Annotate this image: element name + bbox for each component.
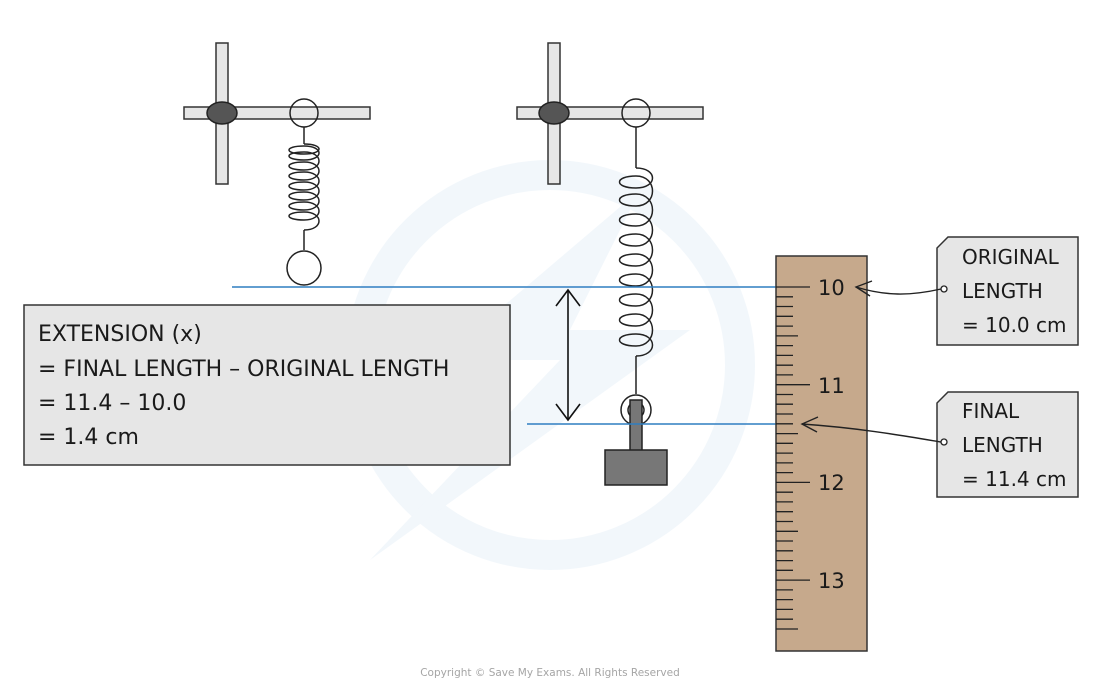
calc-line-4: = 1.4 cm	[38, 425, 139, 450]
hanging-mass	[604, 399, 668, 486]
final-label-line-1: FINAL	[962, 399, 1020, 423]
original-label-line-3: = 10.0 cm	[962, 313, 1066, 337]
clamp-boss	[538, 101, 570, 125]
calc-line-3: = 11.4 – 10.0	[38, 391, 186, 416]
extension-arrow	[555, 288, 581, 422]
ruler-number-11: 11	[818, 374, 845, 398]
final-label-line-3: = 11.4 cm	[962, 467, 1066, 491]
calculation-box: EXTENSION (x) = FINAL LENGTH – ORIGINAL …	[23, 304, 511, 466]
ruler-number-12: 12	[818, 471, 845, 495]
original-length-label: ORIGINAL LENGTH = 10.0 cm	[854, 236, 1079, 346]
ruler-number-13: 13	[818, 569, 845, 593]
clamp-stand-right	[516, 42, 704, 185]
clamp-boss	[206, 101, 238, 125]
copyright-notice: Copyright © Save My Exams. All Rights Re…	[420, 667, 680, 679]
ruler-ticks	[776, 286, 810, 630]
calc-line-2: = FINAL LENGTH – ORIGINAL LENGTH	[38, 357, 449, 382]
original-label-line-2: LENGTH	[962, 279, 1043, 303]
ruler: 10 11 12 13	[775, 255, 868, 652]
clamp-stand-left	[183, 42, 371, 185]
spring-unloaded	[286, 127, 322, 286]
original-label-line-1: ORIGINAL	[962, 245, 1060, 269]
spring-loaded	[618, 127, 654, 426]
calc-line-1: EXTENSION (x)	[38, 322, 202, 347]
final-length-label: FINAL LENGTH = 11.4 cm	[800, 391, 1079, 498]
final-label-line-2: LENGTH	[962, 433, 1043, 457]
ruler-number-10: 10	[818, 276, 845, 300]
